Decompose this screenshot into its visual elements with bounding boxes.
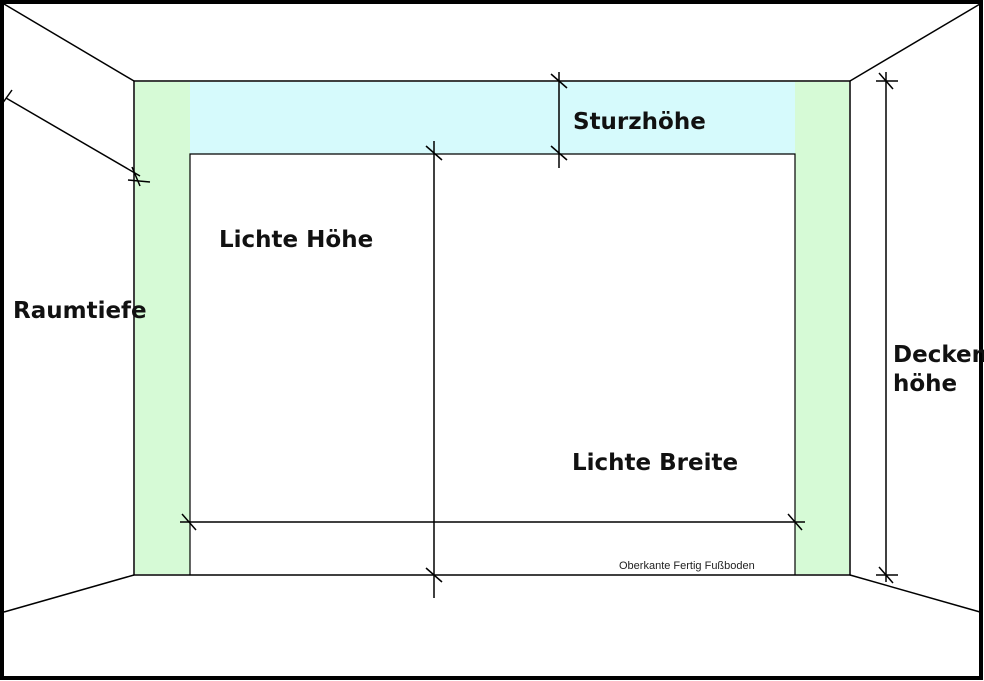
- perspective-line-top-left: [3, 3, 135, 82]
- raumtiefe-tick-bottom: [127, 179, 151, 183]
- perspective-line-top-right: [849, 3, 981, 82]
- label-raumtiefe: Raumtiefe: [13, 298, 147, 324]
- lichte-hoehe-tick-top: [425, 145, 443, 161]
- lichte-breite-tick-right: [787, 513, 803, 531]
- raumtiefe-tick-top: [1, 89, 13, 105]
- perspective-line-bottom-left: [3, 574, 135, 613]
- label-fussboden: Oberkante Fertig Fußboden: [619, 560, 755, 572]
- lichte-hoehe-tick-bottom: [425, 567, 443, 583]
- deckenhoehe-tick-bottom-2: [878, 566, 894, 584]
- back-wall: [133, 80, 851, 576]
- label-deckenhoehe-line1: Decken-: [893, 342, 984, 368]
- raumtiefe-tick-bottom-2: [131, 166, 141, 187]
- sturzhoehe-tick-bottom: [550, 145, 568, 161]
- left-pillar: [135, 82, 190, 574]
- deckenhoehe-tick-top-2: [878, 72, 894, 90]
- lichte-breite-tick-left: [181, 513, 197, 531]
- label-sturzhoehe: Sturzhöhe: [573, 109, 706, 135]
- door-opening-outline: [189, 153, 796, 575]
- label-deckenhoehe-line2: höhe: [893, 371, 957, 397]
- right-pillar: [795, 82, 849, 574]
- label-lichte-hoehe: Lichte Höhe: [219, 227, 373, 253]
- raumtiefe-dimension-line: [5, 97, 141, 177]
- label-lichte-breite: Lichte Breite: [572, 450, 738, 476]
- sturzhoehe-tick-top: [550, 73, 568, 89]
- lintel-area: [190, 82, 795, 154]
- perspective-line-bottom-right: [849, 574, 981, 613]
